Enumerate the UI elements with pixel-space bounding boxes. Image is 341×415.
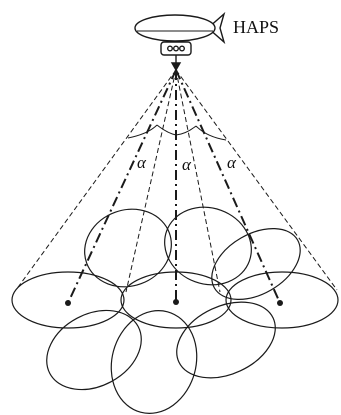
airship-body bbox=[135, 15, 215, 41]
angle-label-right: α bbox=[227, 153, 237, 172]
angle-label-left: α bbox=[137, 153, 147, 172]
beam-axis-right bbox=[176, 70, 280, 303]
coverage-cell-far-right bbox=[226, 272, 338, 328]
cone-line bbox=[176, 70, 337, 290]
gondola-window bbox=[180, 46, 185, 51]
beam-center-dot bbox=[65, 300, 71, 306]
gondola-window bbox=[174, 46, 179, 51]
coverage-cell-lower-center bbox=[100, 301, 208, 415]
angle-arc-center-right bbox=[176, 126, 196, 135]
angle-label-center: α bbox=[182, 155, 192, 174]
cone-line bbox=[16, 70, 176, 290]
beam-center-dot bbox=[173, 299, 179, 305]
airship-emitter bbox=[172, 63, 180, 70]
angle-arc-right bbox=[196, 126, 226, 140]
cone-line bbox=[176, 70, 220, 292]
coverage-cell-right-mid bbox=[199, 214, 312, 314]
coverage-cell-upper-right bbox=[154, 195, 263, 297]
angle-arc-left bbox=[128, 125, 157, 138]
angle-arc-center-left bbox=[157, 125, 176, 135]
gondola-window bbox=[168, 46, 173, 51]
platform-label: HAPS bbox=[233, 17, 279, 37]
beam-axis-left bbox=[68, 70, 176, 303]
coverage-cell-lower-left bbox=[33, 295, 155, 406]
beam-center-dot bbox=[277, 300, 283, 306]
airship-icon bbox=[135, 14, 224, 70]
